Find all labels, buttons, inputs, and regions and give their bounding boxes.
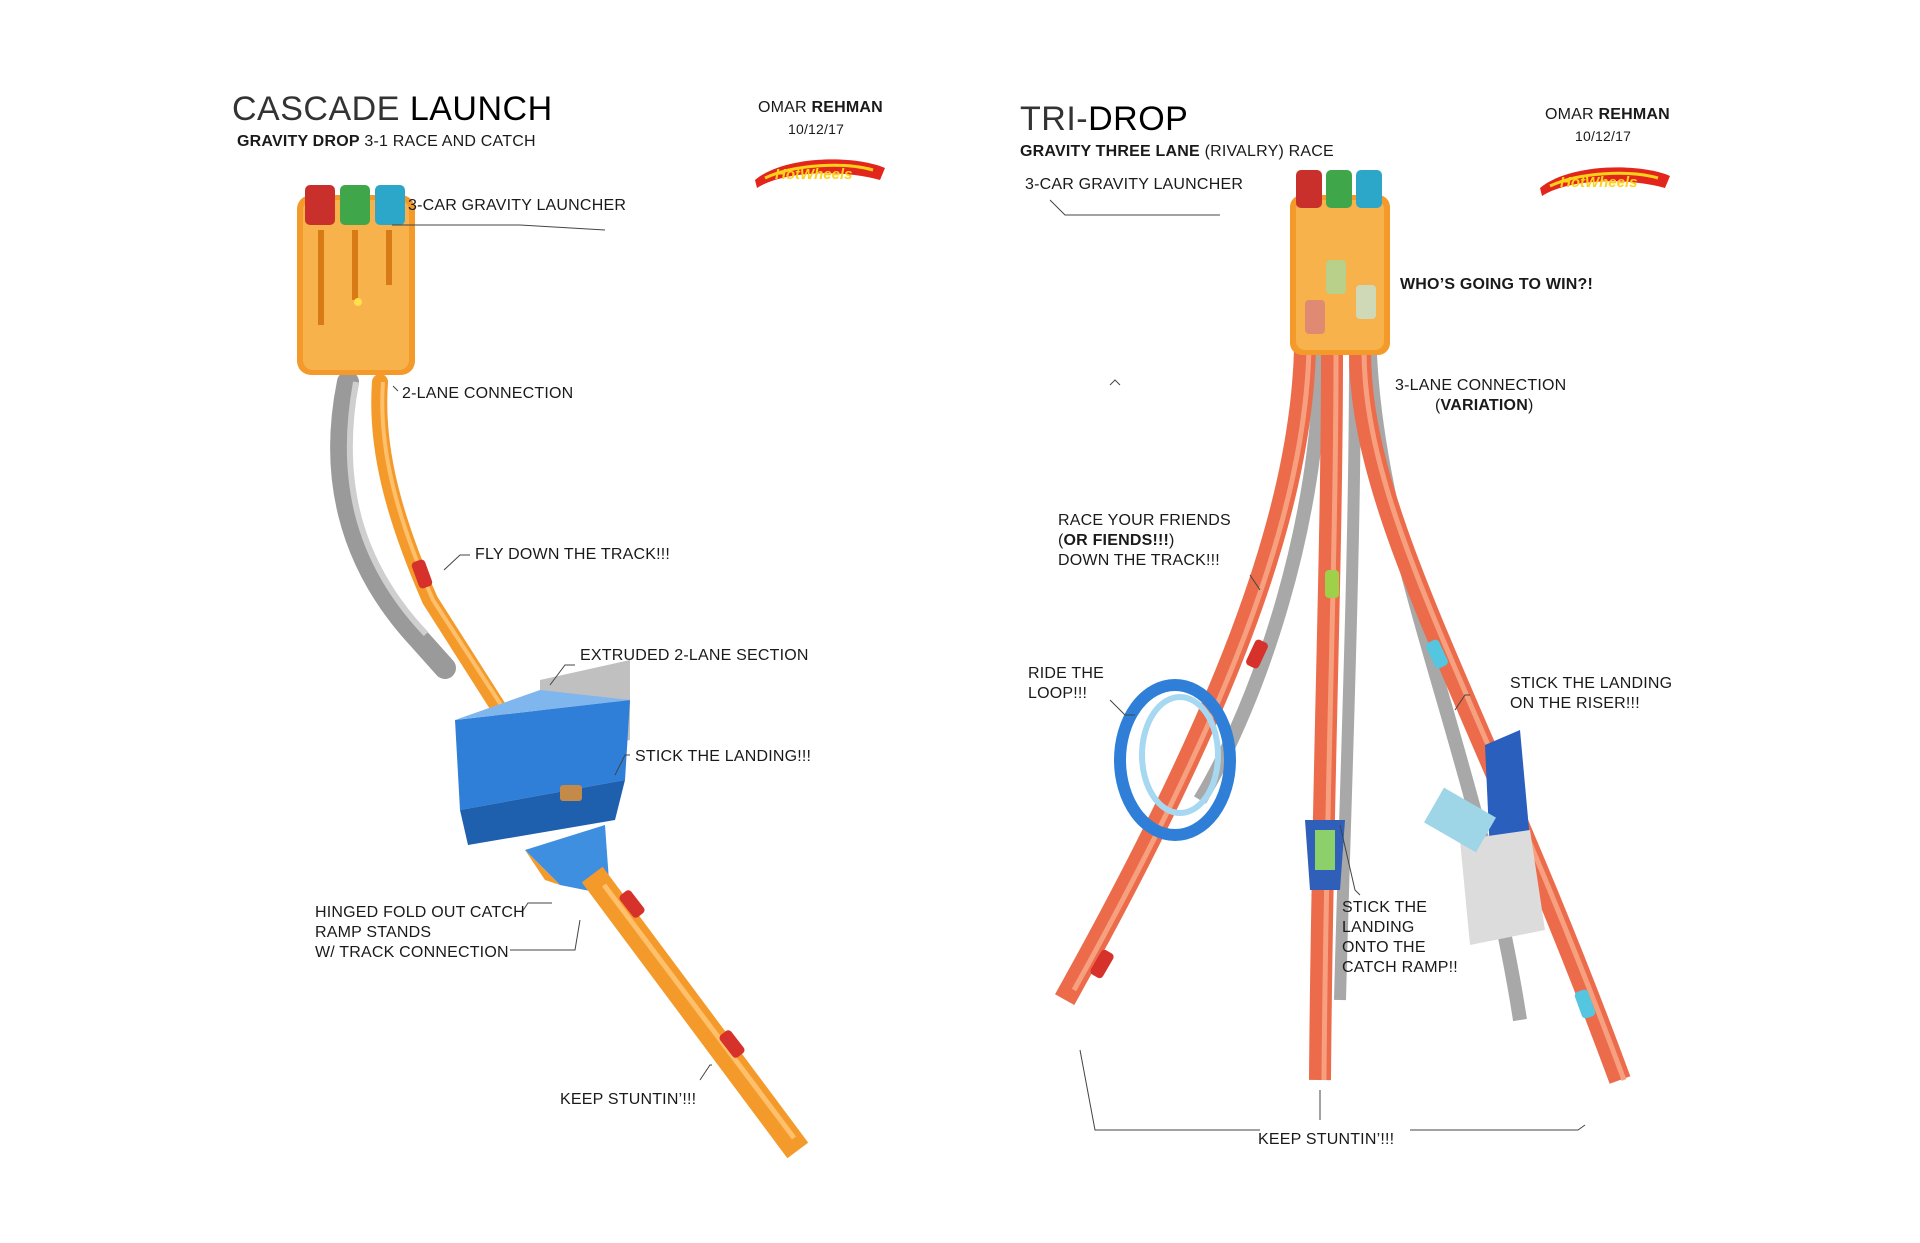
- page-title-right: TRI-DROP: [1020, 100, 1188, 138]
- subtitle: GRAVITY DROP 3-1 RACE AND CATCH: [237, 132, 536, 152]
- subtitle-right-rest: (RIVALRY) RACE: [1199, 143, 1334, 160]
- subtitle-right-bold: GRAVITY THREE LANE: [1020, 143, 1200, 160]
- callout-race-1: RACE YOUR FRIENDS: [1058, 512, 1231, 529]
- tri-gravity-launcher: [1290, 170, 1390, 355]
- page-title: CASCADE LAUNCH: [232, 90, 553, 128]
- car-on-track: [411, 559, 433, 589]
- callout-catch-3: ONTO THE: [1342, 939, 1426, 956]
- lower-track: [581, 866, 809, 1159]
- cascade-launch-illustration: [297, 185, 809, 1159]
- callout-extruded: EXTRUDED 2-LANE SECTION: [580, 647, 809, 664]
- date-right: 10/12/17: [1575, 128, 1632, 144]
- middle-lane-track: [1309, 354, 1343, 1081]
- callout-riser-1: STICK THE LANDING: [1510, 675, 1673, 692]
- date: 10/12/17: [788, 121, 845, 137]
- author-last: REHMAN: [811, 99, 883, 116]
- hotwheels-logo: HotWheels: [755, 159, 885, 188]
- callout-landing: STICK THE LANDING!!!: [635, 748, 812, 765]
- callout-keep: KEEP STUNTIN’!!!: [560, 1091, 697, 1108]
- author-last-right: REHMAN: [1598, 106, 1670, 123]
- title-part-1: CASCADE: [232, 90, 410, 128]
- callout-keep-right: KEEP STUNTIN’!!!: [1258, 1131, 1395, 1148]
- title-part-2: LAUNCH: [409, 90, 553, 128]
- subtitle-right: GRAVITY THREE LANE (RIVALRY) RACE: [1020, 142, 1334, 162]
- callout-who: WHO’S GOING TO WIN?!: [1400, 276, 1594, 293]
- subtitle-rest: 3-1 RACE AND CATCH: [359, 133, 536, 150]
- title-right-part-1: TRI-: [1020, 100, 1089, 138]
- extruded-section: [455, 660, 630, 845]
- logo-lettering: HotWheels: [775, 166, 853, 183]
- hotwheels-logo-right: HotWheels: [1540, 167, 1670, 196]
- middle-catch-ramp: [1305, 820, 1345, 890]
- left-lane-track: [1055, 338, 1317, 1005]
- tri-drop-board: TRI-DROP GRAVITY THREE LANE (RIVALRY) RA…: [960, 0, 1920, 1243]
- logo-lettering-right: HotWheels: [1560, 174, 1638, 191]
- title-right-part-2: DROP: [1088, 100, 1189, 138]
- callout-catch-2: LANDING: [1342, 919, 1415, 936]
- author-name-right: OMAR REHMAN: [1545, 105, 1670, 125]
- callout-race-2: (OR FIENDS!!!): [1058, 532, 1175, 549]
- callout-fly: FLY DOWN THE TRACK!!!: [475, 546, 671, 563]
- callout-launcher: 3-CAR GRAVITY LAUNCHER: [408, 197, 627, 214]
- connection-variation: VARIATION: [1440, 397, 1528, 414]
- author-name: OMAR REHMAN: [758, 98, 883, 118]
- callout-hinged-2: RAMP STANDS: [315, 924, 432, 941]
- grey-track-lane: [330, 371, 456, 679]
- loop: [1114, 679, 1236, 841]
- callout-launcher-right: 3-CAR GRAVITY LAUNCHER: [1025, 176, 1244, 193]
- callout-loop-1: RIDE THE: [1028, 665, 1104, 682]
- callout-connection: 2-LANE CONNECTION: [402, 385, 574, 402]
- callout-race-3: DOWN THE TRACK!!!: [1058, 552, 1220, 569]
- tri-drop-illustration: [1049, 170, 1631, 1131]
- race-or-fiends: OR FIENDS!!!: [1063, 532, 1170, 549]
- author-first-right: OMAR: [1545, 106, 1599, 123]
- callout-catch-1: STICK THE: [1342, 899, 1428, 916]
- callout-catch-4: CATCH RAMP!!: [1342, 959, 1458, 976]
- callout-riser-2: ON THE RISER!!!: [1510, 695, 1640, 712]
- callout-loop-2: LOOP!!!: [1028, 685, 1088, 702]
- callout-hinged-1: HINGED FOLD OUT CATCH: [315, 904, 525, 921]
- subtitle-bold: GRAVITY DROP: [237, 133, 360, 150]
- right-lane-track: [1349, 349, 1631, 1084]
- callout-connection-2: (VARIATION): [1435, 397, 1534, 414]
- riser: [1424, 730, 1545, 945]
- author-first: OMAR: [758, 99, 812, 116]
- callout-hinged-3: W/ TRACK CONNECTION: [315, 944, 509, 961]
- cascade-launch-board: CASCADE LAUNCH GRAVITY DROP 3-1 RACE AND…: [232, 90, 885, 1159]
- gravity-launcher: [297, 185, 415, 375]
- callout-connection-1: 3-LANE CONNECTION: [1395, 377, 1567, 394]
